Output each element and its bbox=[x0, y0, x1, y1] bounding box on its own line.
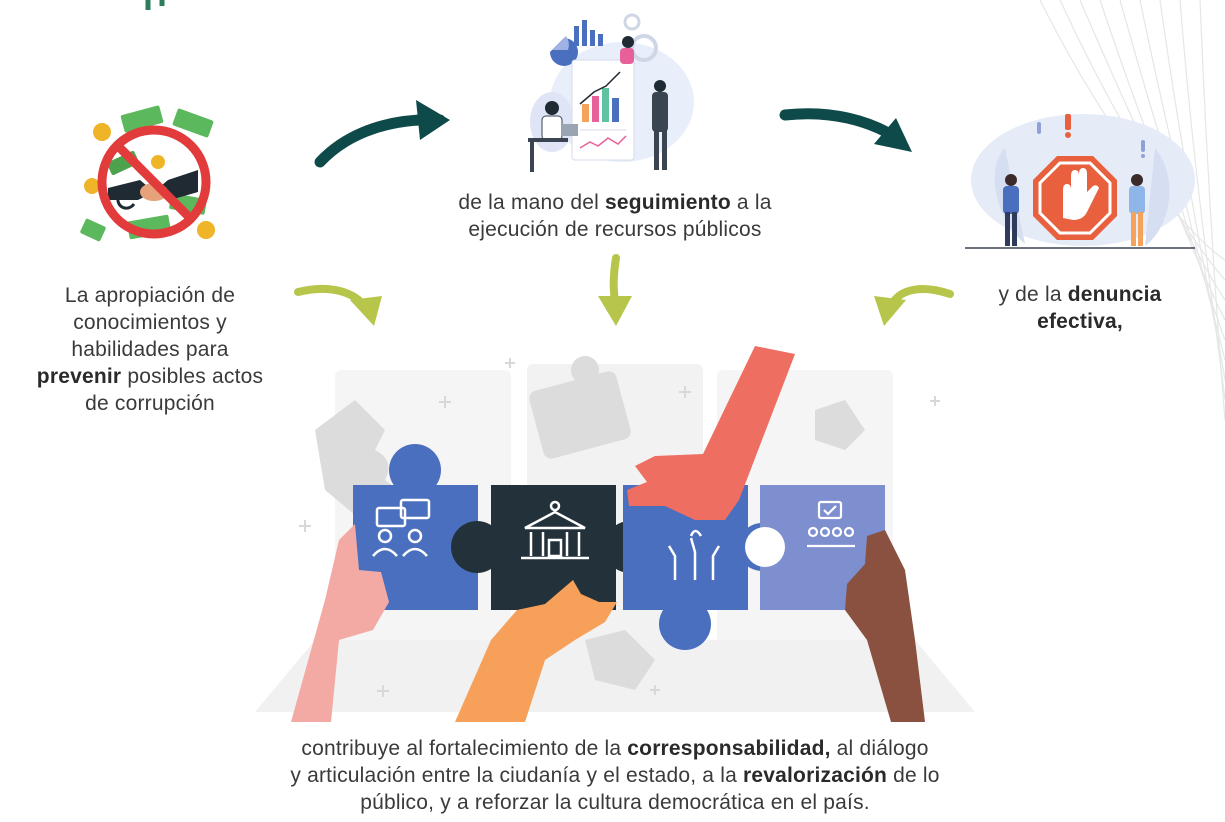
conclusion-line-1: contribuye al fortalecimiento de la corr… bbox=[210, 735, 1020, 762]
monitor-keyword: seguimiento bbox=[605, 191, 731, 214]
report-pre: y de la bbox=[998, 283, 1068, 306]
conclusion-l1-post: al diálogo bbox=[830, 737, 929, 760]
government-building-icon bbox=[521, 500, 589, 560]
conclusion-keyword-2: revalorización bbox=[743, 764, 888, 787]
prevent-line-5: de corrupción bbox=[85, 392, 215, 415]
report-keyword-1: denuncia bbox=[1067, 283, 1162, 306]
hand-brown bbox=[845, 530, 925, 722]
monitor-line-2: ejecución de recursos públicos bbox=[468, 218, 762, 241]
conclusion-text: contribuye al fortalecimiento de la corr… bbox=[210, 735, 1020, 816]
report-text: y de la denuncia efectiva, bbox=[960, 281, 1200, 335]
corner-mark bbox=[145, 0, 165, 10]
conclusion-line-3: público, y a reforzar la cultura democrá… bbox=[360, 791, 870, 814]
conclusion-keyword-1: corresponsabilidad, bbox=[627, 737, 831, 760]
prevent-text: La apropiación de conocimientos y habili… bbox=[0, 282, 300, 417]
community-check-icon bbox=[807, 500, 855, 548]
monitor-pre: de la mano del bbox=[458, 191, 605, 214]
monitor-post: a la bbox=[730, 191, 772, 214]
monitor-text: de la mano del seguimiento a la ejecució… bbox=[400, 189, 830, 243]
conclusion-l2-pre: y articulación entre la ciudanía y el es… bbox=[290, 764, 744, 787]
report-line-2: efectiva, bbox=[960, 308, 1200, 335]
conclusion-l2-post: de lo bbox=[887, 764, 940, 787]
dialogue-icon bbox=[372, 498, 431, 557]
arrow-light-left bbox=[294, 284, 382, 326]
stop-hand-icon bbox=[965, 114, 1195, 249]
monitoring-charts-icon bbox=[528, 13, 694, 172]
prevent-line-4-rest: posibles actos bbox=[121, 365, 264, 388]
hand-pink bbox=[291, 524, 389, 722]
prevent-line-3: habilidades para bbox=[71, 338, 229, 361]
conclusion-line-2: y articulación entre la ciudanía y el es… bbox=[210, 762, 1020, 789]
puzzle-illustration bbox=[255, 346, 975, 722]
hand-orange bbox=[455, 580, 617, 722]
prevent-line-4: prevenir posibles actos bbox=[0, 363, 300, 390]
report-keyword-2: efectiva, bbox=[1037, 310, 1123, 333]
prevent-keyword: prevenir bbox=[36, 365, 122, 388]
arrow-light-right bbox=[874, 285, 954, 326]
raised-hands-icon bbox=[667, 529, 721, 580]
no-bribery-icon bbox=[80, 105, 215, 242]
hand-red bbox=[627, 346, 795, 520]
report-line-1: y de la denuncia bbox=[960, 281, 1200, 308]
conclusion-l1-pre: contribuye al fortalecimiento de la bbox=[301, 737, 628, 760]
prevent-line-1: La apropiación de bbox=[64, 284, 236, 307]
arrow-light-center bbox=[598, 254, 632, 326]
arrow-dark-left bbox=[314, 100, 450, 168]
arrow-dark-right bbox=[779, 108, 912, 152]
prevent-line-2: conocimientos y bbox=[73, 311, 227, 334]
monitor-line-1: de la mano del seguimiento a la bbox=[400, 189, 830, 216]
